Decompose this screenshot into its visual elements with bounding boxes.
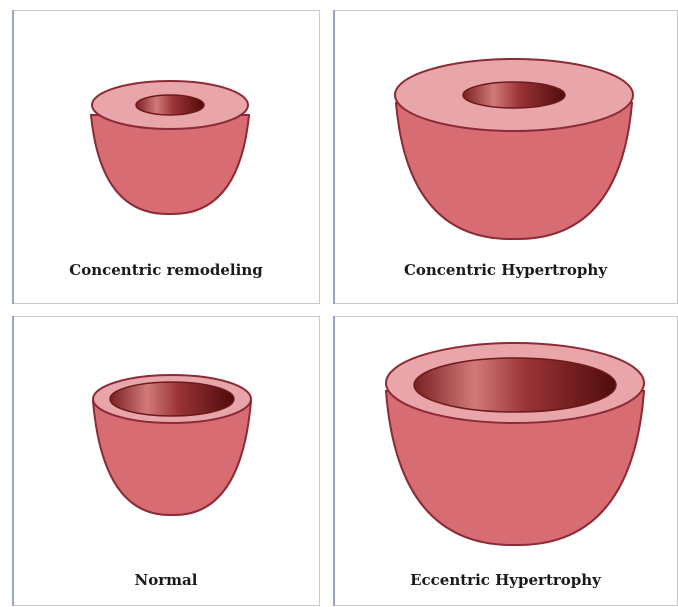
panel-eccentric-hypertrophy: Eccentric Hypertrophy (333, 316, 678, 606)
ventricle-cavity (414, 358, 616, 412)
label-concentric-remodeling: Concentric remodeling (13, 261, 319, 279)
label-concentric-hypertrophy: Concentric Hypertrophy (334, 261, 677, 279)
ventricle-cavity (463, 82, 565, 108)
heart-normal (13, 317, 321, 607)
panel-concentric-hypertrophy: Concentric Hypertrophy (333, 10, 678, 304)
heart-eccentric-hypertrophy (334, 317, 678, 607)
panel-normal: Normal (12, 316, 320, 606)
ventricle-cavity (110, 382, 234, 416)
panel-concentric-remodeling: Concentric remodeling (12, 10, 320, 304)
label-eccentric-hypertrophy: Eccentric Hypertrophy (334, 571, 677, 589)
ventricle-cavity (136, 95, 204, 115)
label-normal: Normal (13, 571, 319, 589)
